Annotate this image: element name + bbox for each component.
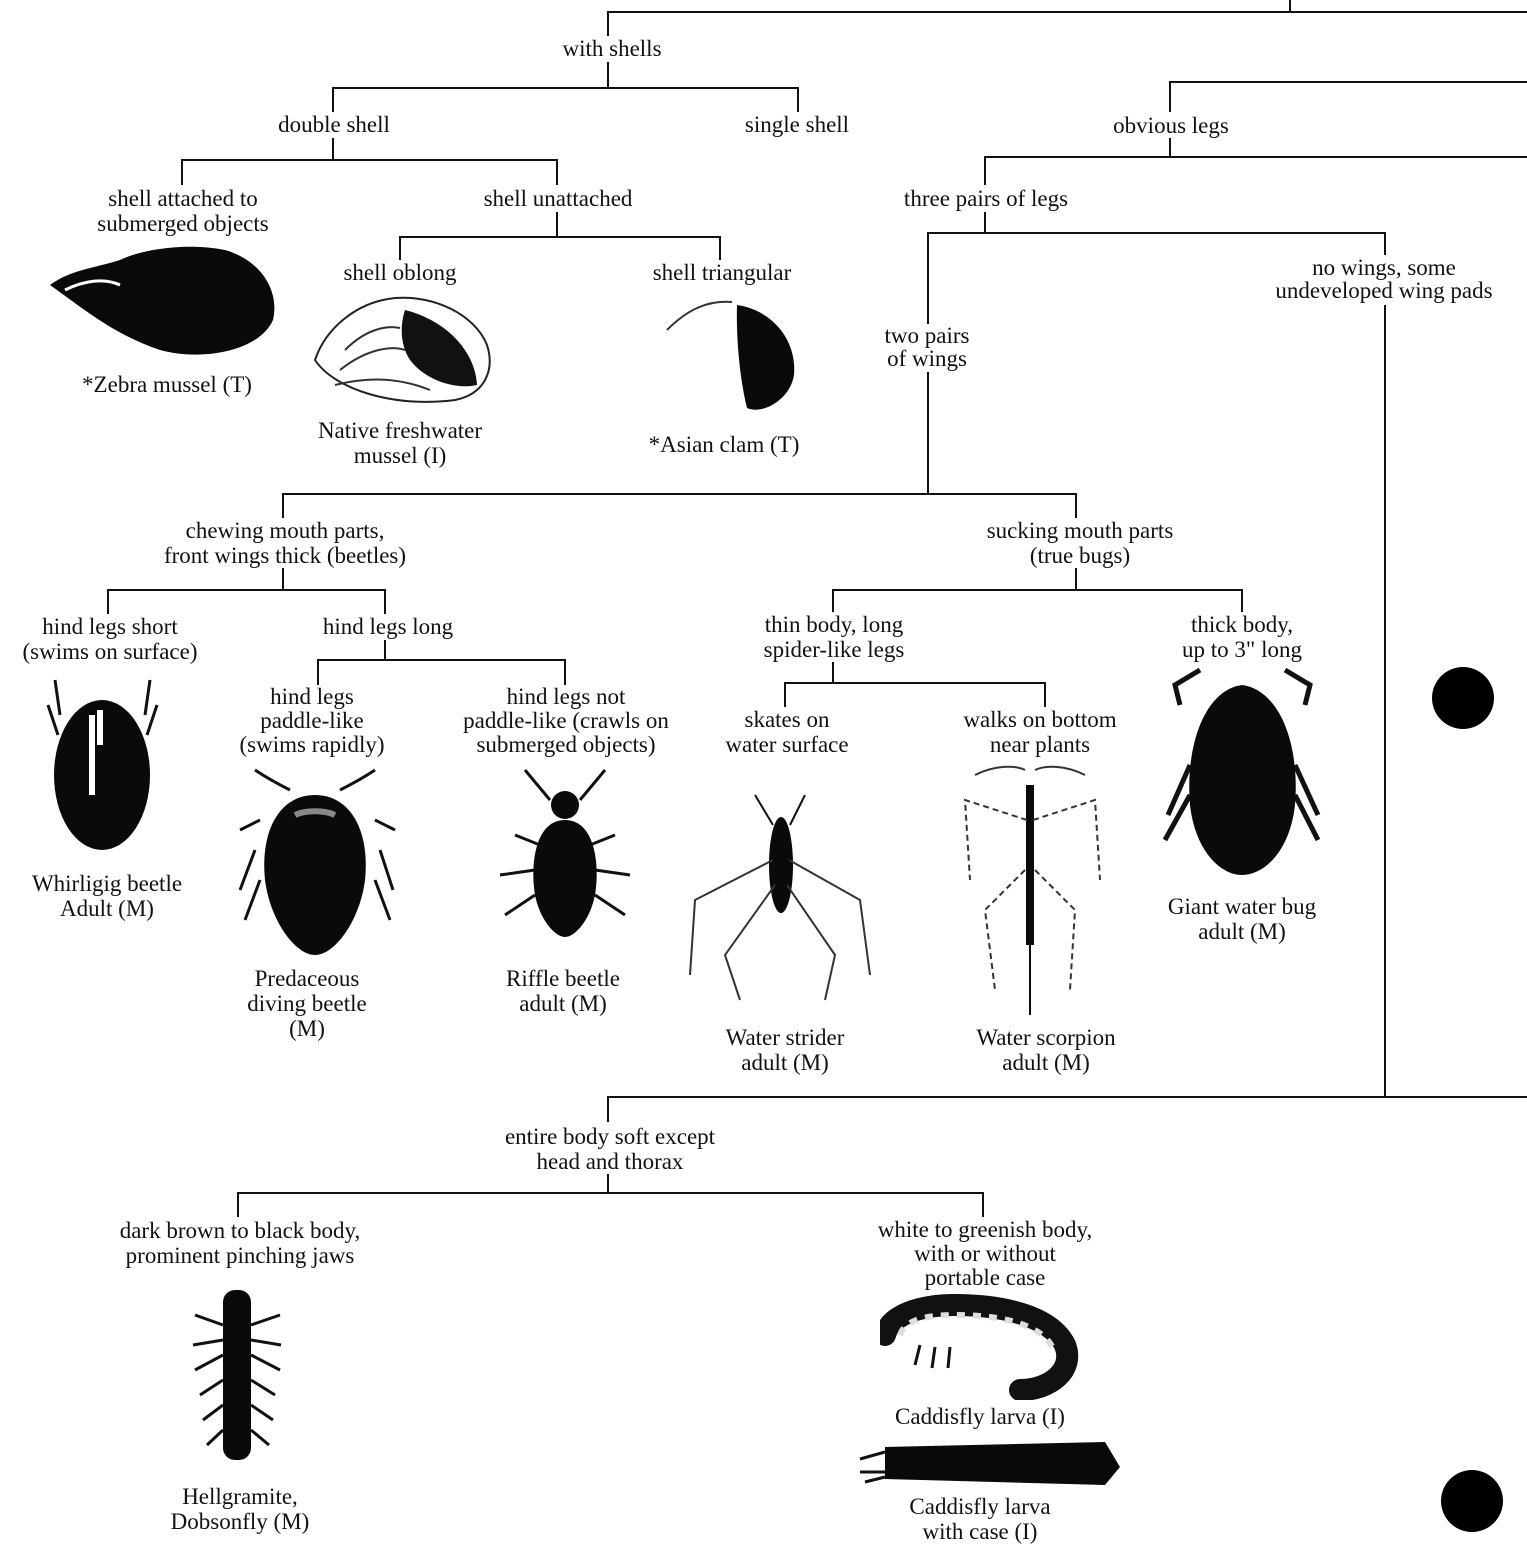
zebra-mussel-image bbox=[45, 240, 280, 365]
caddisfly-larva-image bbox=[880, 1290, 1090, 1400]
label-obvious-legs: obvious legs bbox=[1111, 113, 1231, 138]
label-dark-body: dark brown to black body,prominent pinch… bbox=[118, 1218, 363, 1268]
predaceous-beetle-image bbox=[235, 760, 400, 960]
caption-caddisfly-larva: Caddisfly larva (I) bbox=[895, 1404, 1065, 1429]
label-with-shells: with shells bbox=[560, 36, 663, 61]
label-shell-triangular: shell triangular bbox=[651, 260, 794, 285]
label-chewing-mouth-parts: chewing mouth parts,front wings thick (b… bbox=[162, 518, 408, 568]
label-thick-body: thick body,up to 3" long bbox=[1180, 612, 1304, 662]
water-scorpion-image bbox=[945, 760, 1115, 1015]
label-hind-legs-long: hind legs long bbox=[321, 614, 455, 639]
riffle-beetle-image bbox=[485, 765, 645, 940]
giant-water-bug-image bbox=[1160, 665, 1325, 880]
caption-asian-clam: *Asian clam (T) bbox=[649, 432, 800, 457]
label-shell-unattached: shell unattached bbox=[482, 186, 635, 211]
hellgrammite-image bbox=[185, 1285, 290, 1470]
label-double-shell: double shell bbox=[276, 112, 392, 137]
label-three-pairs-legs: three pairs of legs bbox=[902, 186, 1070, 211]
native-mussel-image bbox=[305, 290, 495, 410]
label-hind-legs-short: hind legs short(swims on surface) bbox=[20, 614, 199, 664]
binder-hole-upper bbox=[1432, 667, 1494, 729]
water-strider-image bbox=[685, 790, 880, 1010]
caption-hellgrammite: Hellgramite,Dobsonfly (M) bbox=[171, 1484, 310, 1534]
whirligig-beetle-image bbox=[40, 675, 165, 855]
asian-clam-image bbox=[662, 290, 812, 420]
caption-zebra-mussel: *Zebra mussel (T) bbox=[82, 372, 252, 397]
label-single-shell: single shell bbox=[743, 112, 851, 137]
binder-hole-lower bbox=[1441, 1470, 1503, 1532]
label-sucking-mouth-parts: sucking mouth parts(true bugs) bbox=[985, 518, 1176, 568]
caddisfly-case-image bbox=[855, 1437, 1125, 1492]
label-shell-oblong: shell oblong bbox=[341, 260, 458, 285]
